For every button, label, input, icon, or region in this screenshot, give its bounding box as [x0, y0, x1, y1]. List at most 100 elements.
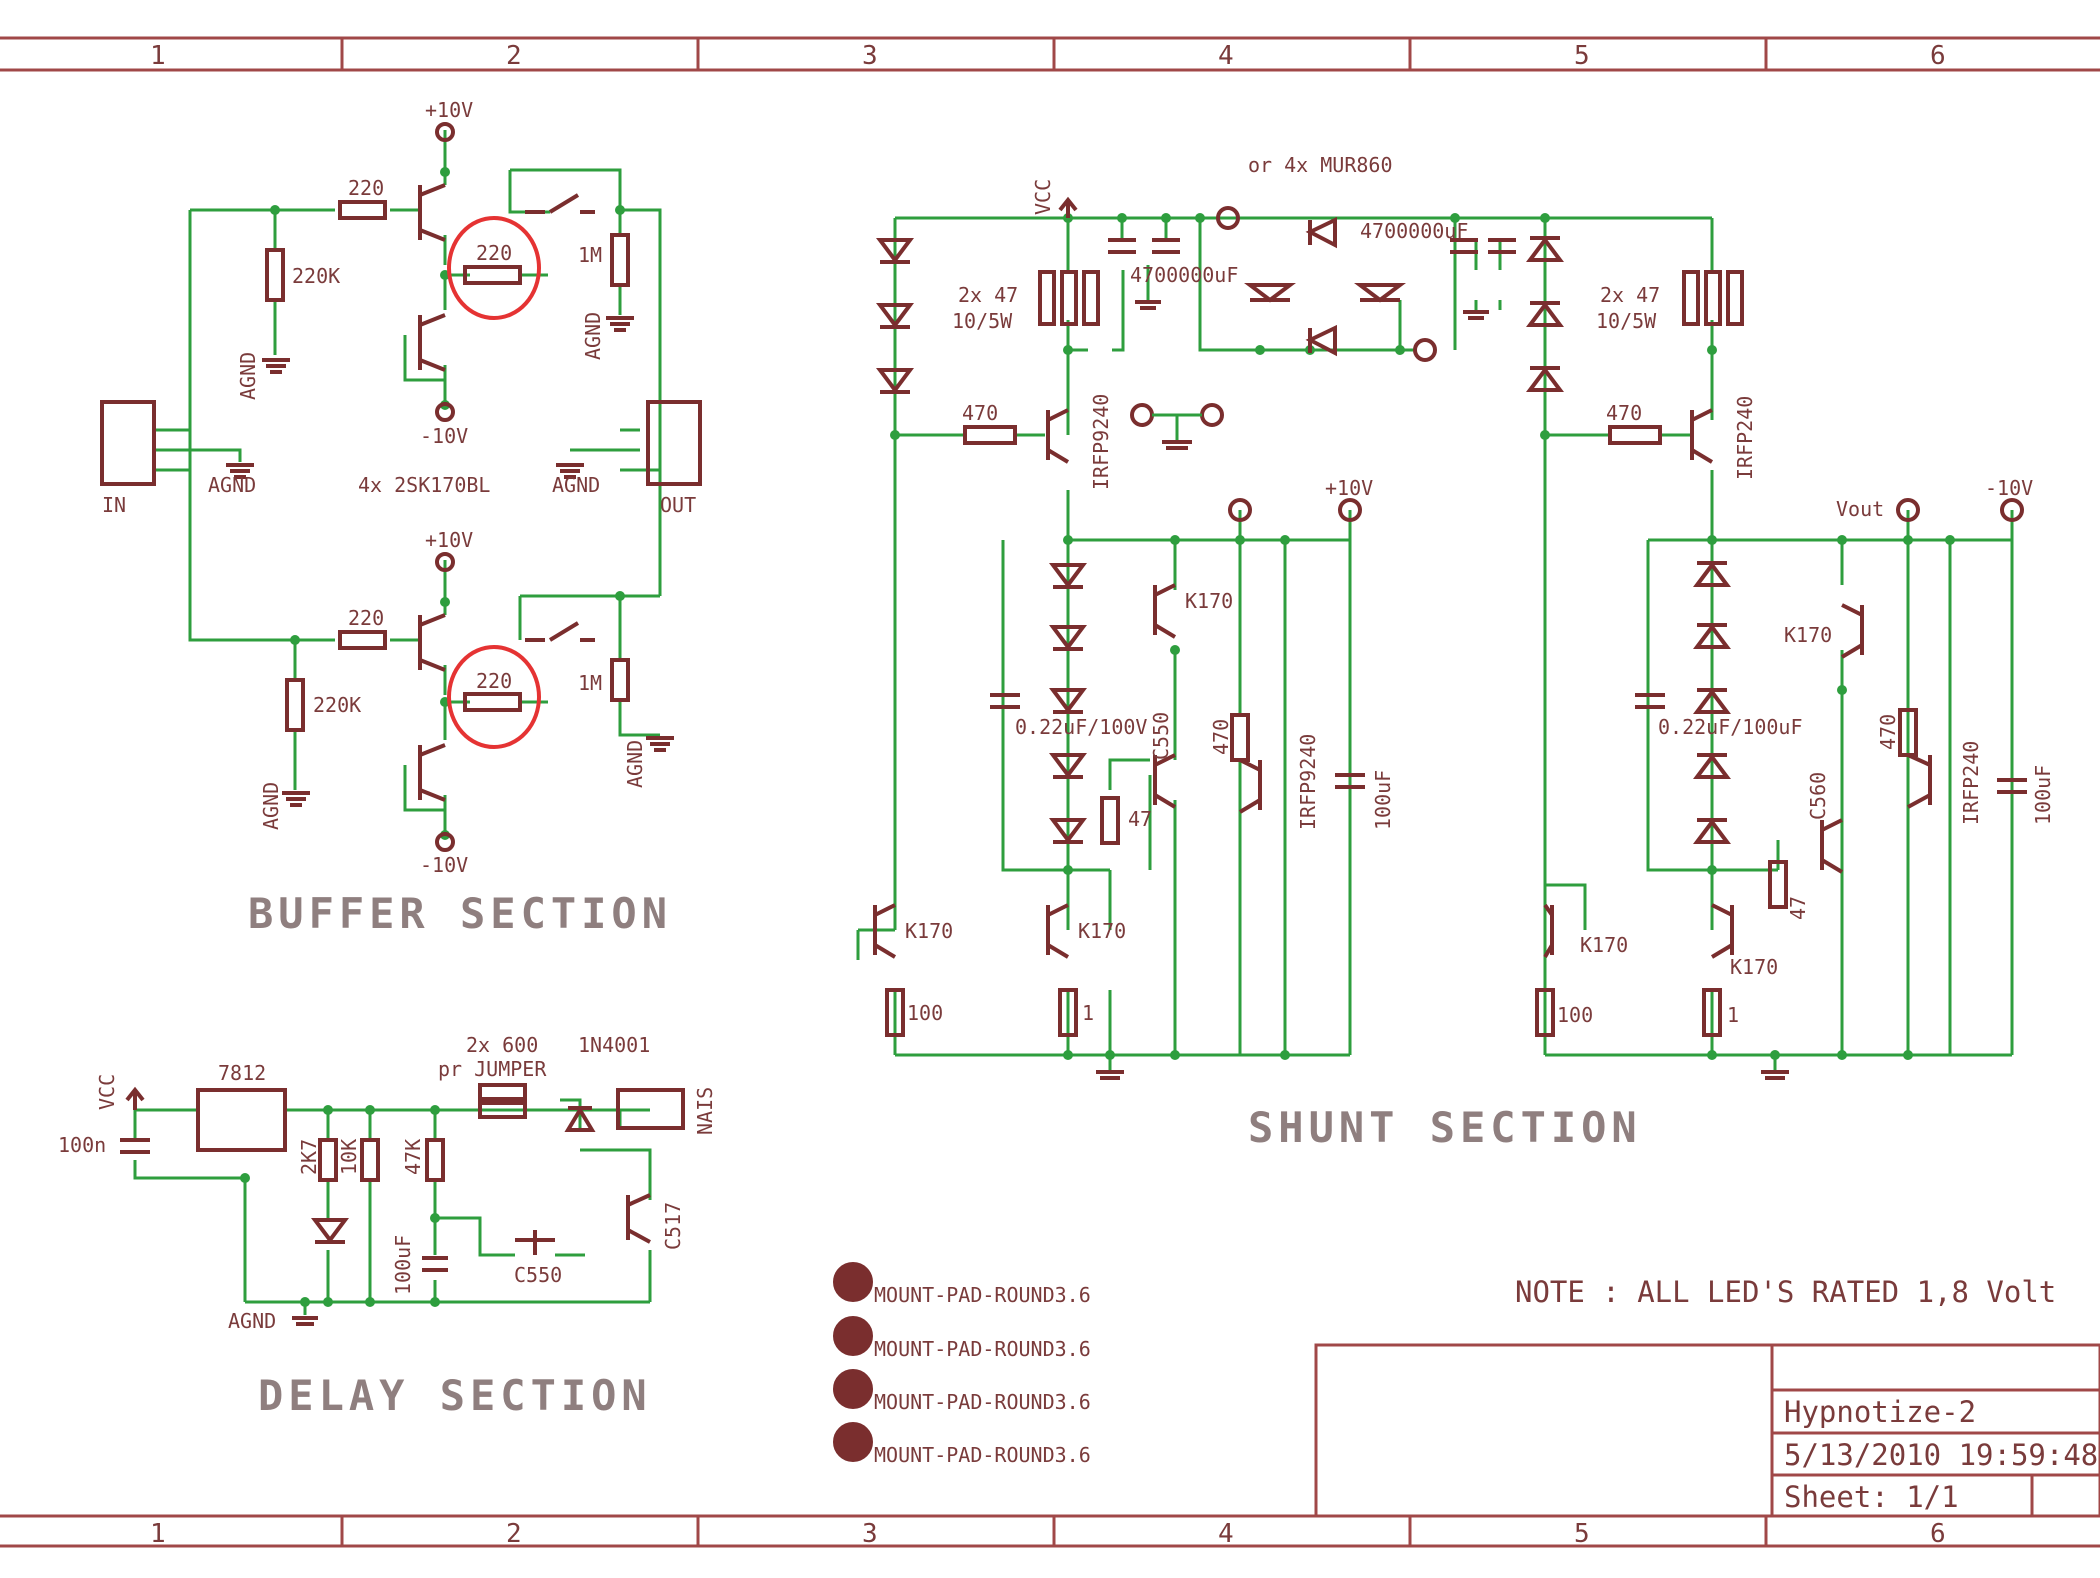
component-label: IRFP9240 — [1089, 394, 1113, 490]
transistor-symbol — [1543, 903, 1554, 959]
led-symbol — [876, 238, 914, 264]
component-label: C550 — [514, 1263, 562, 1287]
component-label: C550 — [1149, 712, 1173, 760]
mount-pad-icon — [833, 1422, 873, 1462]
component-label: C517 — [661, 1202, 685, 1250]
mount-pad-icon — [833, 1369, 873, 1409]
led-symbol — [1693, 753, 1731, 779]
component-label: IRFP240 — [1733, 396, 1757, 480]
mount-pads: MOUNT-PAD-ROUND3.6 MOUNT-PAD-ROUND3.6 MO… — [833, 1262, 1091, 1467]
capacitor-symbol — [422, 1256, 448, 1272]
ground-symbol — [282, 791, 310, 807]
component-label: 4x 2SK170BL — [358, 473, 490, 497]
section-title: BUFFER SECTION — [248, 889, 672, 938]
led-symbol — [1049, 753, 1087, 779]
terminal-symbol — [1216, 206, 1240, 230]
ground-label: AGND — [581, 312, 605, 360]
ruler-label: 3 — [862, 1519, 878, 1549]
terminal-symbol — [1413, 338, 1437, 362]
ruler-label: 1 — [150, 1519, 166, 1549]
component-label: K170 — [1784, 623, 1832, 647]
resistor — [610, 658, 630, 702]
resistor — [1082, 270, 1100, 326]
component-label: 470 — [962, 401, 998, 425]
resistor — [1038, 270, 1056, 326]
capacitor-symbol — [990, 693, 1020, 709]
led-symbol — [876, 303, 914, 329]
led-symbol — [876, 368, 914, 394]
ground-label: AGND — [259, 782, 283, 830]
title-block-date: 5/13/2010 19:59:48 — [1784, 1438, 2098, 1472]
component-label: 220K — [292, 264, 340, 288]
resistor — [1768, 860, 1788, 909]
resistor — [463, 265, 522, 285]
ruler-label: 3 — [862, 41, 878, 71]
capacitor-symbol — [120, 1138, 150, 1154]
power-symbol — [2000, 498, 2024, 522]
switch-symbol — [525, 193, 595, 214]
shunt-section: or 4x MUR860 VCC 4700000uF 4700000uF 2x … — [856, 153, 2055, 1152]
switch-symbol — [525, 621, 595, 642]
component-label: IRFP9240 — [1296, 734, 1320, 830]
connector-label: OUT — [660, 493, 696, 517]
vcc-arrow-icon — [1058, 196, 1078, 218]
net-label: -10V — [420, 853, 468, 877]
component-label: or 4x MUR860 — [1248, 153, 1393, 177]
component-label: 220 — [348, 176, 384, 200]
mount-pad-label: MOUNT-PAD-ROUND3.6 — [874, 1390, 1091, 1414]
component-label: 100 — [1557, 1003, 1593, 1027]
power-symbol — [435, 832, 455, 852]
component-label: 10/5W — [952, 309, 1013, 333]
resistor — [1608, 425, 1662, 445]
led-symbol — [1526, 366, 1564, 392]
component-label: K170 — [1580, 933, 1628, 957]
transistor-symbol — [515, 1230, 555, 1255]
component-label: 100uF — [391, 1235, 415, 1295]
diode-symbol — [564, 1106, 596, 1132]
component-label: 1N4001 — [578, 1033, 650, 1057]
ground-symbol — [556, 463, 584, 479]
resistor — [610, 233, 630, 287]
resistor — [463, 692, 522, 712]
ground-label: AGND — [236, 352, 260, 400]
ground-symbol — [606, 316, 634, 332]
ground-symbol — [646, 736, 674, 752]
component-label: 2x 47 — [958, 283, 1018, 307]
ground-symbol — [262, 358, 290, 374]
ruler-bottom: 1 2 3 4 5 6 — [150, 1519, 1946, 1549]
resistor — [338, 200, 387, 220]
resistor — [1100, 796, 1120, 845]
diode-symbol — [1305, 324, 1337, 357]
resistor — [360, 1138, 380, 1182]
jfet-symbol — [418, 743, 446, 802]
transistor-symbol — [1820, 818, 1844, 874]
resistor — [1704, 270, 1722, 326]
mosfet-symbol — [1690, 408, 1714, 464]
resistor — [285, 678, 305, 732]
transistor-symbol — [1153, 583, 1177, 639]
led-string-left-bottom — [1049, 563, 1087, 844]
net-label: +10V — [425, 98, 473, 122]
sheet-frame — [0, 36, 2100, 1548]
net-label: -10V — [420, 424, 468, 448]
resistor — [885, 988, 905, 1037]
component-label: pr JUMPER — [438, 1057, 547, 1081]
component-label: 1 — [1082, 1001, 1094, 1025]
net-label: +10V — [425, 528, 473, 552]
capacitor-symbol — [1635, 693, 1665, 709]
component-label: 10K — [337, 1139, 361, 1175]
component-label: 470 — [1876, 714, 1900, 750]
output-connector — [646, 400, 702, 486]
ruler-label: 6 — [1930, 1519, 1946, 1549]
component-label: 220 — [476, 669, 512, 693]
component-label: 0.22uF/100uF — [1658, 715, 1803, 739]
power-symbol — [435, 552, 455, 572]
component-label: 2x 47 — [1600, 283, 1660, 307]
terminal-symbol — [1228, 498, 1252, 522]
component-label: 220 — [348, 606, 384, 630]
diode-symbol — [1354, 283, 1406, 303]
led-symbol — [1693, 561, 1731, 587]
net-label: VCC — [1031, 179, 1055, 215]
mount-pad-label: MOUNT-PAD-ROUND3.6 — [874, 1283, 1091, 1307]
resistor — [1535, 988, 1555, 1037]
